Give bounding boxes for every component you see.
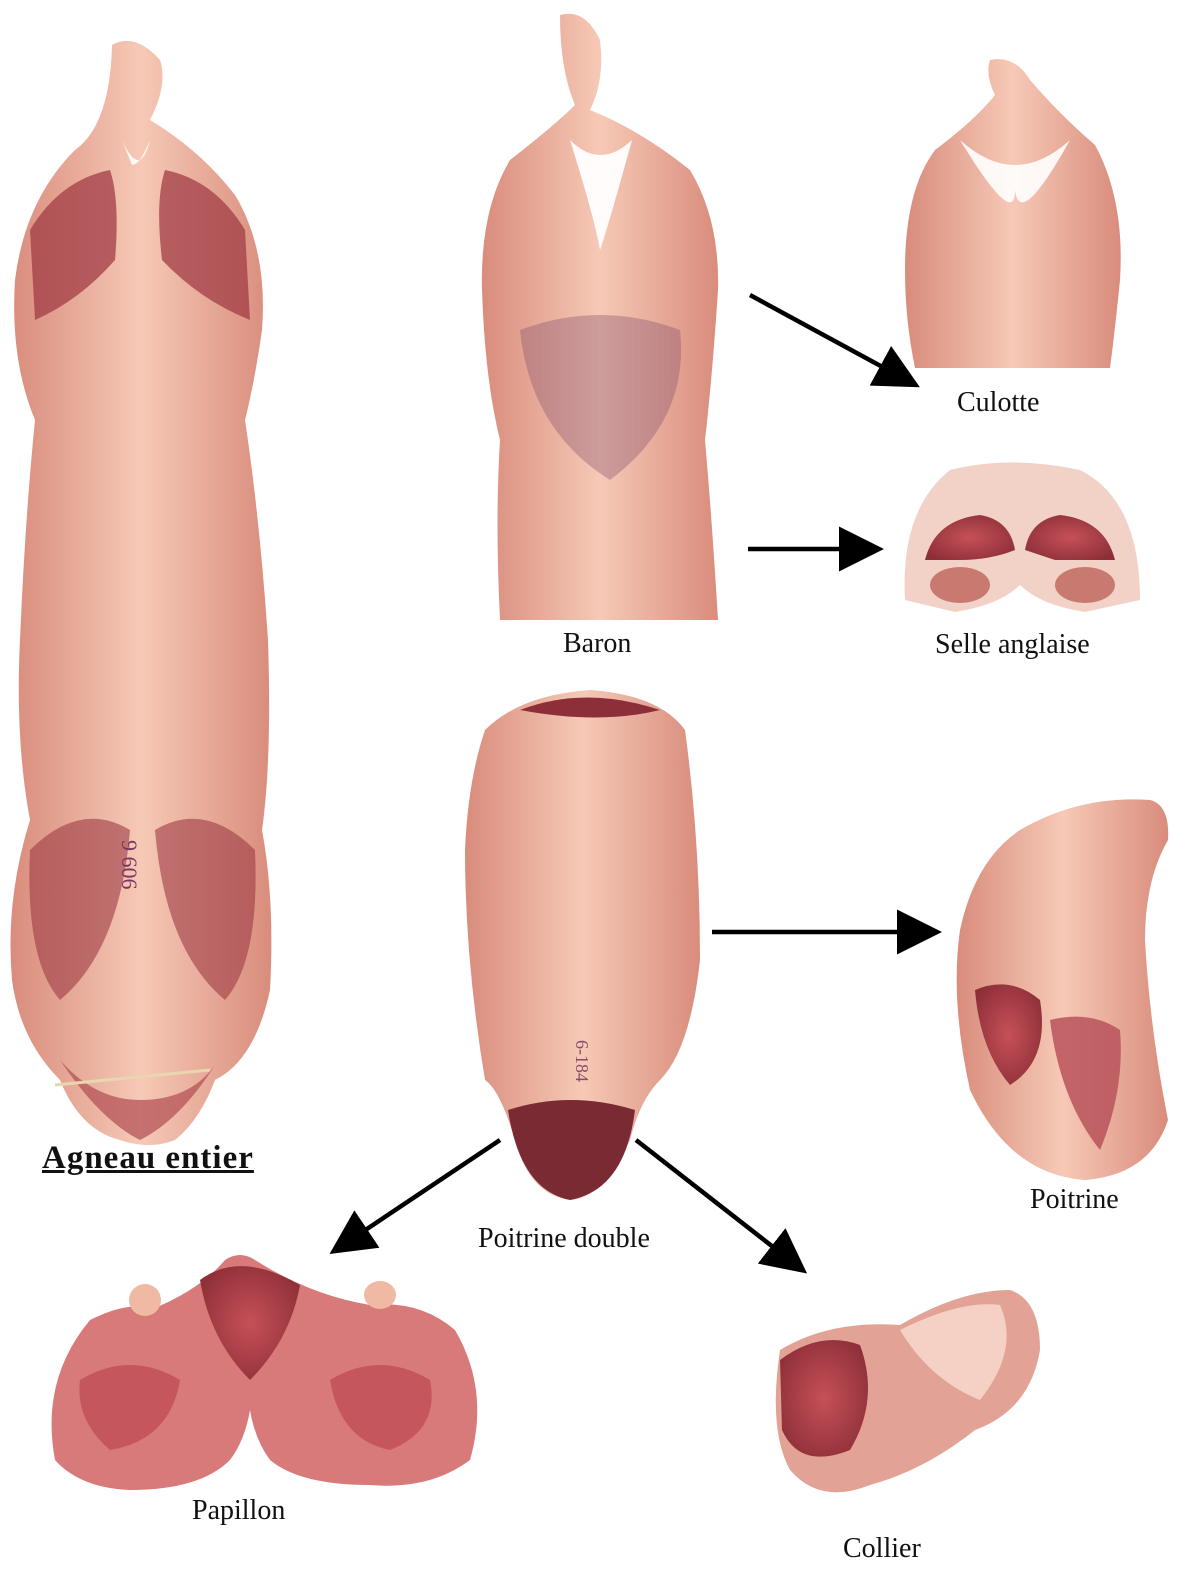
arrow-baron-to-culotte — [750, 295, 912, 383]
papillon-image — [52, 1255, 478, 1490]
selle-anglaise-label: Selle anglaise — [935, 629, 1090, 661]
collier-image — [776, 1290, 1040, 1492]
arrow-poitrine-double-to-papillon — [337, 1140, 500, 1249]
baron-image — [482, 14, 718, 620]
baron-label: Baron — [563, 628, 631, 660]
whole-lamb-stamp: 9 606 — [117, 840, 142, 890]
poitrine-label: Poitrine — [1030, 1184, 1119, 1216]
papillon-label: Papillon — [192, 1495, 285, 1527]
poitrine-double-image — [465, 690, 700, 1200]
poitrine-double-label: Poitrine double — [478, 1223, 650, 1255]
culotte-label: Culotte — [957, 387, 1039, 419]
poitrine-double-stamp: 6-184 — [572, 1040, 592, 1082]
whole-lamb-image — [10, 41, 271, 1145]
collier-label: Collier — [843, 1533, 921, 1565]
culotte-image — [905, 59, 1121, 368]
whole-lamb-title: Agneau entier — [42, 1140, 254, 1177]
poitrine-image — [957, 799, 1169, 1180]
selle-anglaise-image — [905, 463, 1140, 613]
arrow-poitrine-double-to-collier — [636, 1140, 800, 1268]
